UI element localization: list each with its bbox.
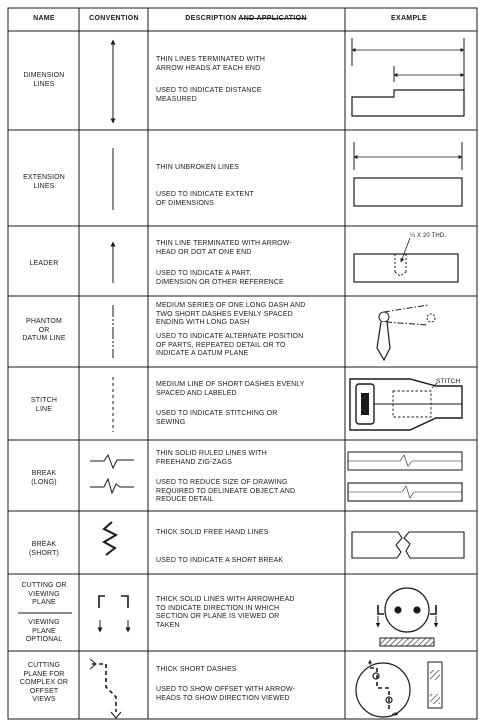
example-break-short bbox=[351, 531, 465, 559]
leader-thread-label: ¼ X 20 THD. bbox=[410, 233, 447, 239]
example-dimension-lines bbox=[351, 38, 465, 117]
convention-cutting-plane bbox=[97, 595, 131, 633]
convention-offset-plane bbox=[92, 663, 117, 712]
row-desc-leader: THIN LINE TERMINATED WITH ARROW- HEAD OR… bbox=[156, 240, 292, 256]
offset-arrow-top bbox=[89, 658, 97, 670]
header-description-word: DESCRIPTION bbox=[185, 15, 239, 22]
header-description: DESCRIPTION AND APPLICATION bbox=[150, 15, 342, 22]
convention-break-long bbox=[90, 453, 134, 495]
example-leader bbox=[353, 237, 459, 283]
table-border bbox=[7, 7, 478, 720]
example-break-long bbox=[347, 451, 463, 502]
row-name-viewing-plane-optional: VIEWING PLANE OPTIONAL bbox=[25, 619, 63, 644]
example-phantom bbox=[376, 304, 436, 362]
header-convention: CONVENTION bbox=[89, 15, 139, 22]
row-use-cutting-plane-offset: USED TO SHOW OFFSET WITH ARROW- HEADS TO… bbox=[156, 686, 296, 702]
header-application-struck: AND APPLICATION bbox=[238, 15, 307, 22]
example-stitch-buckle bbox=[349, 378, 463, 431]
row-desc-stitch-line: MEDIUM LINE OF SHORT DASHES EVENLY SPACE… bbox=[156, 381, 305, 397]
example-extension-lines bbox=[353, 142, 463, 207]
row-name-dimension-lines: DIMENSION LINES bbox=[23, 72, 65, 88]
row-name-cutting-plane-offset: CUTTING PLANE FOR COMPLEX OR OFFSET VIEW… bbox=[19, 662, 69, 704]
table-grid bbox=[7, 7, 478, 720]
row-use-leader: USED TO INDICATE A PART, DIMENSION OR OT… bbox=[156, 270, 284, 286]
offset-arrow-bottom bbox=[110, 711, 122, 719]
row-desc-extension-lines: THIN UNBROKEN LINES bbox=[156, 164, 239, 171]
row-desc-cutting-viewing-plane: THICK SOLID LINES WITH ARROWHEAD TO INDI… bbox=[156, 596, 295, 629]
row-use-break-long: USED TO REDUCE SIZE OF DRAWING REQUIRED … bbox=[156, 479, 296, 504]
row-name-phantom-datum-line: PHANTOM OR DATUM LINE bbox=[22, 318, 66, 343]
row-desc-break-long: THIN SOLID RULED LINES WITH FREEHAND ZIG… bbox=[156, 450, 268, 466]
example-cutting-plane bbox=[375, 587, 439, 647]
stitch-label: STITCH bbox=[436, 378, 461, 385]
row-use-stitch-line: USED TO INDICATE STITCHING OR SEWING bbox=[156, 410, 278, 426]
row-use-phantom-datum-line: USED TO INDICATE ALTERNATE POSITION OF P… bbox=[156, 333, 304, 358]
convention-break-short bbox=[101, 521, 119, 556]
example-offset-plane bbox=[355, 659, 443, 718]
row-name-break-long: BREAK (LONG) bbox=[31, 470, 57, 486]
row-name-extension-lines: EXTENSION LINES bbox=[23, 174, 65, 190]
row-desc-phantom-datum-line: MEDIUM SERIES OF ONE LONG DASH AND TWO S… bbox=[156, 302, 306, 327]
row-name-cutting-viewing-plane: CUTTING OR VIEWING PLANE bbox=[21, 582, 67, 607]
row-use-extension-lines: USED TO INDICATE EXTENT OF DIMENSIONS bbox=[156, 191, 254, 207]
row-name-stitch-line: STITCH LINE bbox=[30, 397, 58, 413]
header-example: EXAMPLE bbox=[391, 15, 427, 22]
row-desc-cutting-plane-offset: THICK SHORT DASHES bbox=[156, 666, 237, 673]
row-name-break-short: BREAK (SHORT) bbox=[28, 541, 60, 557]
row-desc-break-short: THICK SOLID FREE HAND LINES bbox=[156, 529, 269, 536]
row-desc-dimension-lines: THIN LINES TERMINATED WITH ARROW HEADS A… bbox=[156, 56, 266, 72]
row-use-break-short: USED TO INDICATE A SHORT BREAK bbox=[156, 557, 284, 564]
row-name-leader: LEADER bbox=[29, 260, 59, 267]
row-use-dimension-lines: USED TO INDICATE DISTANCE MEASURED bbox=[156, 87, 262, 103]
header-name: NAME bbox=[33, 15, 55, 22]
